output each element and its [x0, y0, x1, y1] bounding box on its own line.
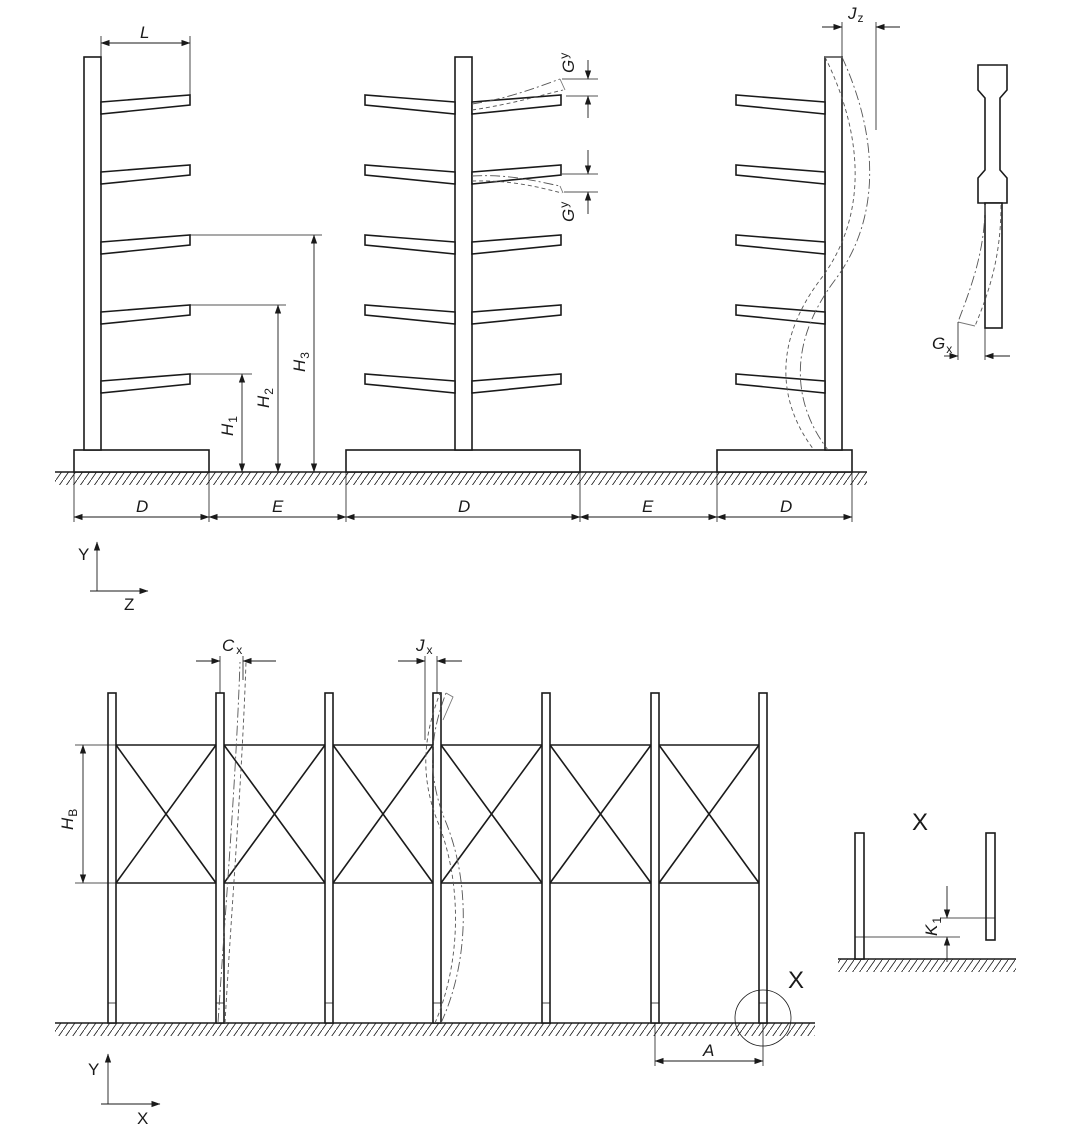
gy-lower-label: Gy — [557, 202, 578, 222]
detail-title: X — [912, 809, 928, 836]
height-dimensions: H1 H2 H3 — [190, 234, 322, 473]
arm-length-dimension: L — [100, 23, 191, 95]
deflected-column-j — [425, 692, 464, 1024]
k1-label: K1 — [922, 917, 944, 936]
upright-profile-detail: Gx — [932, 64, 1010, 360]
dim-d-3: D — [780, 497, 792, 516]
jz-dimension: Jz — [822, 4, 900, 130]
dim-e-2: E — [642, 497, 654, 516]
deflected-column-c — [217, 661, 247, 1024]
detail-x-view: X K1 — [838, 809, 1016, 972]
h1-label: H1 — [218, 416, 240, 436]
ground-bottom — [55, 1022, 815, 1036]
axis-x: X — [137, 1109, 148, 1128]
axes-yz: Y Z — [78, 541, 149, 614]
side-elevation-view: Gx L Jz Gy — [55, 4, 1010, 614]
axes-yx: Y X — [88, 1053, 161, 1128]
hb-dimension: HB — [58, 744, 116, 884]
dim-e-1: E — [272, 497, 284, 516]
hb-label: HB — [58, 809, 80, 830]
axis-z: Z — [124, 595, 134, 614]
gy-dimension-upper: Gy — [557, 53, 598, 118]
h2-label: H2 — [254, 388, 276, 408]
rack-single-right — [716, 56, 871, 473]
gy-upper-label: Gy — [557, 53, 578, 73]
arm-length-label: L — [140, 23, 149, 42]
rack-double-center — [345, 56, 581, 473]
base-dimensions: D E D E D — [73, 472, 853, 522]
rack-single-left — [73, 56, 210, 473]
detail-marker-label: X — [788, 967, 804, 994]
bay-width-dimension: A — [654, 1023, 764, 1066]
axis-y-top: Y — [78, 545, 89, 564]
bay-width-label: A — [702, 1041, 714, 1060]
detail-marker: X — [734, 967, 804, 1047]
jz-label: Jz — [847, 4, 864, 25]
dim-d-2: D — [458, 497, 470, 516]
gx-label: Gx — [932, 334, 952, 356]
gy-dimension-lower: Gy — [557, 150, 598, 222]
columns — [107, 692, 768, 1024]
axis-y-bottom: Y — [88, 1060, 99, 1079]
dim-d-1: D — [136, 497, 148, 516]
h3-label: H3 — [290, 352, 312, 372]
ground-top — [55, 471, 867, 485]
